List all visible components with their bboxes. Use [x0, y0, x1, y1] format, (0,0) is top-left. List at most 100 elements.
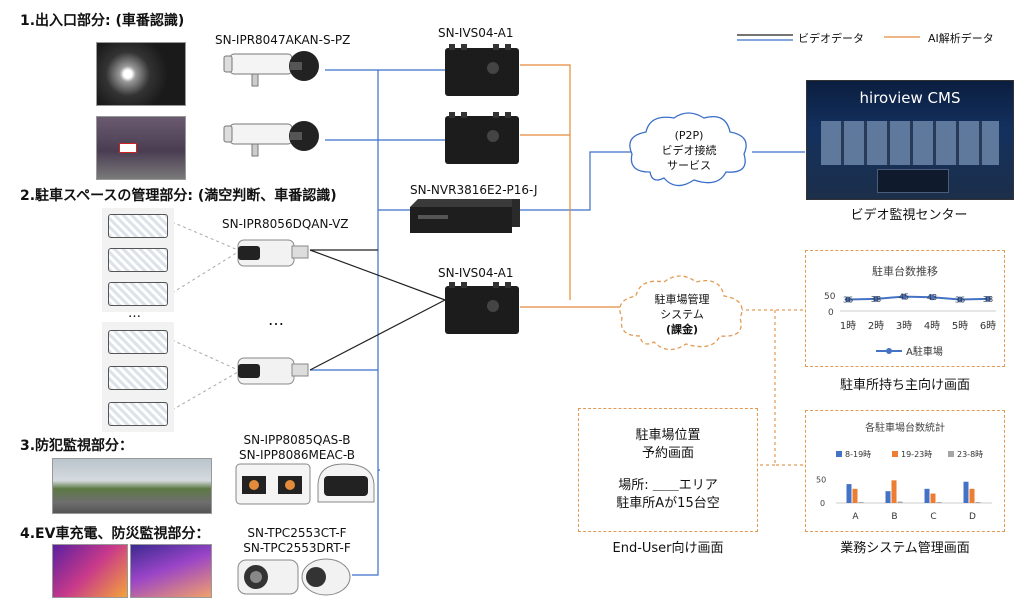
parking-slot-icon: [108, 402, 168, 426]
camera-model-labels: SN-IPP8085QAS-B SN-IPP8086MEAC-B: [222, 433, 372, 463]
data-label: 38: [983, 295, 993, 304]
bar: [897, 501, 903, 503]
parking-slot-icon: [108, 214, 168, 238]
data-point: [873, 295, 879, 302]
legend-label: 23-8時: [957, 450, 983, 459]
x-tick-label: B: [891, 512, 897, 522]
thermal-photo-1: [52, 544, 128, 598]
camera-model-label: SN-TPC2553DRT-F: [243, 541, 351, 555]
data-label: 36: [955, 295, 965, 304]
bullet-camera-icon: [237, 239, 309, 267]
x-tick-label: 3時: [896, 320, 912, 332]
enduser-text: 駐車場位置 予約画面 場所: ＿＿エリア 駐車所Aが15台空: [579, 427, 757, 513]
video-wall-icon: [821, 121, 999, 165]
section-title-ev: 4.EV車充電、防災監視部分：: [20, 526, 210, 542]
cloud-line: サービス: [667, 159, 711, 172]
p2p-cloud-shape: [629, 112, 747, 187]
cms-screen: hiroview CMS: [806, 80, 1014, 200]
section-title-parking: 2.駐車スペースの管理部分: (満空判断、車番認識): [20, 188, 337, 204]
parking-slot-icon: [108, 366, 168, 390]
video-line-trunk: [325, 69, 379, 576]
dash-parking-biz: [774, 310, 805, 466]
ivs-model-label: SN-IVS04-A1: [438, 266, 514, 280]
cloud-line: システム: [660, 308, 704, 321]
x-tick-label: D: [969, 512, 976, 522]
enduser-caption: End-User向け画面: [612, 541, 724, 556]
legend-label: 19-23時: [901, 450, 932, 459]
x-tick-label: 6時: [980, 320, 996, 332]
data-label: 38: [871, 295, 881, 304]
cloud-line: (P2P): [674, 129, 704, 142]
series-line: [847, 295, 989, 301]
ellipsis-slots: …: [128, 306, 141, 321]
parking-slot-icon: [108, 330, 168, 354]
legend-label: A駐車場: [906, 345, 943, 358]
x-tick-label: C: [930, 512, 936, 522]
chart-title: 駐車台数推移: [872, 264, 938, 278]
cms-caption: ビデオ監視センター: [850, 208, 968, 223]
console-desk-icon: [877, 169, 949, 193]
video-line-nvr-p2p: [520, 151, 632, 211]
bar: [930, 493, 936, 503]
enduser-line: 場所: ＿＿エリア: [618, 478, 718, 493]
x-tick-label: 2時: [868, 320, 884, 332]
y-tick-label: 0: [820, 499, 825, 508]
entrance-plate-photo: [96, 116, 186, 180]
camera-model-labels: SN-TPC2553CT-F SN-TPC2553DRT-F: [222, 526, 372, 556]
cloud-line: ビデオ接続: [661, 144, 717, 157]
biz-chart-caption: 業務システム管理画面: [840, 541, 970, 556]
camera-model-label: SN-IPP8085QAS-B: [243, 433, 351, 447]
bar: [885, 491, 891, 503]
data-label: 36: [843, 295, 853, 304]
x-tick-label: 4時: [924, 320, 940, 332]
x-tick-label: 1時: [840, 320, 856, 332]
legend-marker: [886, 348, 892, 354]
section-title-entrance: 1.出入口部分: (車番認識): [20, 13, 185, 29]
legend-swatch: [836, 451, 842, 457]
data-point: [845, 296, 851, 303]
legend-swatch: [892, 451, 898, 457]
ivs-box-icon: [445, 44, 519, 96]
slot-dash-2: [171, 251, 239, 294]
y-tick-label: 50: [824, 292, 836, 302]
ellipsis-cameras: …: [268, 310, 284, 329]
slot-dash-4: [171, 371, 239, 411]
data-label: 43: [927, 293, 937, 302]
parking-slots-panel: [102, 208, 174, 312]
legend-ai-label: AI解析データ: [928, 32, 994, 45]
y-tick-label: 50: [816, 475, 826, 484]
x-tick-label: 5時: [952, 320, 968, 332]
bullet-camera-icon: [237, 357, 309, 385]
chart-title: 各駐車場台数統計: [865, 421, 945, 434]
owner-chart-caption: 駐車所持ち主向け画面: [839, 378, 970, 393]
data-point: [985, 295, 991, 302]
parking-slot-icon: [108, 282, 168, 306]
nvr-model-label: SN-NVR3816E2-P16-J: [410, 183, 538, 197]
y-tick-label: 0: [828, 308, 834, 318]
camera-model-label: SN-IPR8047AKAN-S-PZ: [215, 33, 351, 47]
panoramic-camera-icon: [235, 463, 375, 505]
enduser-box: 駐車場位置 予約画面 場所: ＿＿エリア 駐車所Aが15台空: [578, 408, 758, 532]
bar: [963, 481, 969, 503]
bar: [846, 484, 852, 503]
parking-system-label: 駐車場管理 システム (課金): [622, 292, 742, 337]
slot-dash-3: [171, 339, 239, 371]
data-point: [901, 293, 907, 300]
data-point: [957, 296, 963, 303]
bar: [936, 502, 942, 503]
bar: [975, 502, 981, 503]
p2p-cloud-label: (P2P) ビデオ接続 サービス: [632, 128, 746, 173]
bar: [891, 480, 897, 503]
parking-system-cloud-shape: [619, 275, 743, 351]
bullet-camera-icon: [223, 121, 319, 157]
legend-label: 8-19時: [845, 450, 871, 459]
enduser-line: 駐車場位置: [635, 428, 701, 443]
thermal-camera-icon: [237, 558, 351, 596]
camera-model-label: SN-TPC2553CT-F: [247, 526, 347, 540]
line-cam2a-ivs: [309, 249, 446, 301]
data-point: [929, 294, 935, 301]
legend-video-label: ビデオデータ: [798, 32, 864, 45]
